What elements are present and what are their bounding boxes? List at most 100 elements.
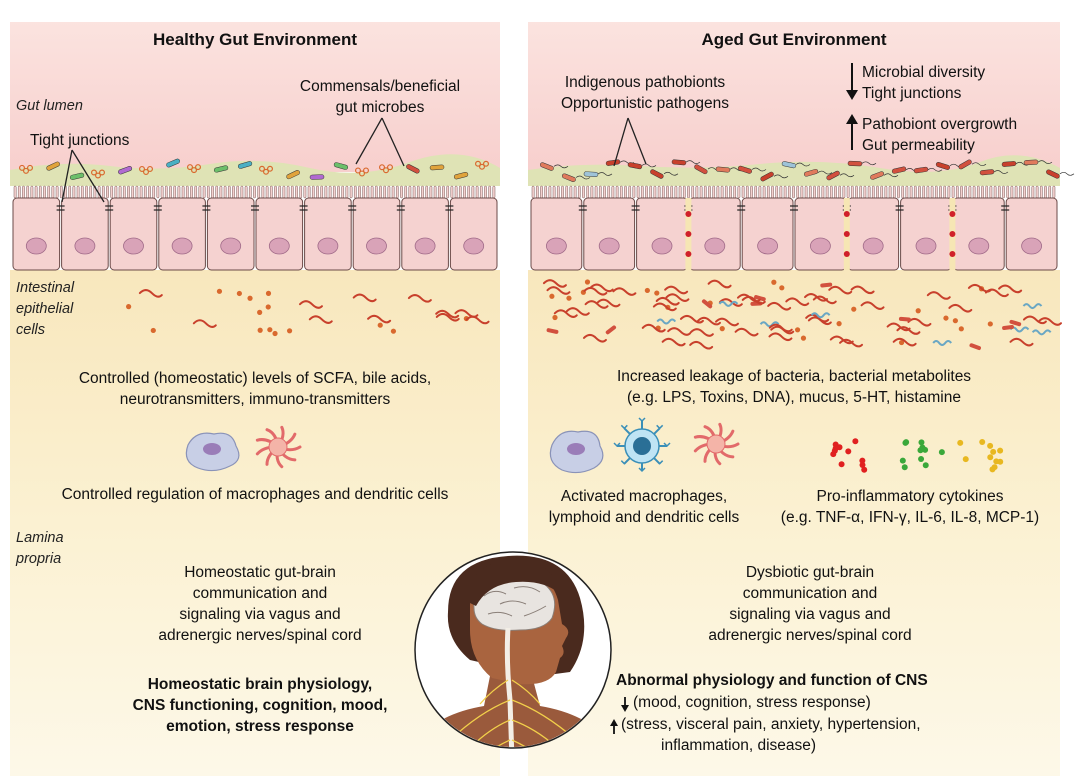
microvillus bbox=[989, 185, 993, 199]
rod-microbe bbox=[286, 170, 300, 180]
microvillus bbox=[143, 185, 147, 199]
microvillus bbox=[341, 185, 345, 199]
microvillus bbox=[185, 185, 189, 199]
bacterial-fragment bbox=[689, 328, 714, 337]
microvillus bbox=[590, 185, 594, 199]
bacterial-fragment bbox=[584, 300, 609, 309]
leaking-molecule bbox=[843, 251, 850, 257]
lymphoid-cell-icon bbox=[613, 417, 671, 473]
microvillus bbox=[311, 185, 315, 199]
microvillus bbox=[552, 185, 556, 199]
microvillus bbox=[101, 185, 105, 199]
metabolite-dot bbox=[549, 293, 555, 299]
spirochete bbox=[810, 312, 831, 319]
coccus-microbe bbox=[363, 167, 370, 174]
microvillus bbox=[724, 185, 728, 199]
bacterial-fragment bbox=[948, 303, 973, 313]
microvillus bbox=[219, 185, 223, 199]
flagellum bbox=[663, 171, 679, 176]
leaked-bacterium bbox=[605, 325, 617, 335]
microvillus bbox=[922, 185, 926, 199]
dendritic-cell-body bbox=[268, 437, 288, 457]
metabolite-dot bbox=[566, 295, 572, 301]
cytokine-dot bbox=[987, 454, 994, 461]
bacterial-fragment bbox=[860, 301, 885, 310]
activated-cells-text: Activated macrophages, lymphoid and dend… bbox=[534, 486, 754, 528]
microvillus bbox=[997, 185, 1001, 199]
receptor-tip bbox=[663, 442, 671, 448]
coccus-microbe bbox=[195, 164, 202, 171]
microvillus bbox=[349, 185, 353, 199]
microvillus bbox=[876, 185, 879, 199]
microvillus bbox=[703, 185, 707, 199]
microvillus bbox=[1018, 185, 1022, 199]
microvillus bbox=[446, 185, 450, 199]
immune-regulation-text: Controlled regulation of macrophages and… bbox=[61, 486, 449, 503]
epithelial-cell bbox=[158, 197, 206, 271]
rod-microbe bbox=[715, 166, 731, 173]
microvillus bbox=[598, 185, 602, 199]
microvillus bbox=[846, 185, 850, 199]
activated-cells-line: lymphoid and dendritic cells bbox=[548, 509, 740, 526]
cytokine-dot bbox=[997, 458, 1004, 465]
leaking-molecule bbox=[949, 211, 956, 217]
microvillus bbox=[55, 185, 59, 199]
microvillus bbox=[535, 185, 539, 199]
bacterial-fragment bbox=[741, 295, 766, 305]
metabolite-dot bbox=[286, 328, 293, 334]
coccus-microbe bbox=[379, 164, 386, 171]
microvillus bbox=[269, 185, 273, 199]
microvillus bbox=[741, 185, 745, 199]
bacterial-fragment bbox=[192, 319, 217, 328]
microvillus bbox=[337, 185, 340, 199]
bacterial-fragment bbox=[667, 327, 692, 336]
increase-list: Pathobiont overgrowth Gut permeability bbox=[862, 114, 1017, 156]
coccus-microbe bbox=[90, 169, 97, 176]
cell-nucleus bbox=[1021, 237, 1042, 255]
microvillus bbox=[30, 185, 34, 199]
flagellum bbox=[553, 164, 569, 169]
microvillus bbox=[358, 185, 361, 199]
cytokine-dot bbox=[990, 448, 997, 455]
bacterial-fragment bbox=[641, 323, 666, 333]
microvillus bbox=[366, 185, 370, 199]
bacterial-fragment bbox=[829, 335, 854, 345]
spirochete bbox=[932, 340, 952, 346]
microvillus bbox=[1031, 185, 1035, 199]
microvillus bbox=[148, 185, 151, 199]
bacterial-fragment bbox=[435, 309, 460, 319]
flagellum bbox=[861, 161, 877, 166]
microvillus bbox=[787, 185, 791, 199]
microvillus bbox=[926, 185, 930, 199]
microvillus bbox=[72, 185, 76, 199]
leakage-text: Increased leakage of bacteria, bacterial… bbox=[528, 366, 1060, 408]
bacterial-fragment bbox=[352, 293, 377, 303]
microvillus bbox=[488, 185, 492, 199]
pathobionts-label: Indigenous pathobionts Opportunistic pat… bbox=[540, 72, 750, 114]
leaking-molecule bbox=[843, 231, 850, 237]
metabolite-dot bbox=[257, 309, 263, 315]
microvillus bbox=[892, 185, 896, 199]
bacterial-fragment bbox=[926, 291, 951, 300]
bacterial-fragment bbox=[998, 284, 1023, 294]
aged-epithelial-cell-layer bbox=[530, 185, 1058, 271]
cell-nucleus bbox=[74, 237, 96, 255]
bacterial-fragment bbox=[707, 279, 732, 289]
cytokine-dot bbox=[918, 439, 925, 446]
metabolite-dot bbox=[272, 330, 278, 337]
cytokine-dot bbox=[899, 457, 906, 464]
coccus-microbe bbox=[355, 167, 362, 174]
microvillus bbox=[556, 185, 560, 199]
pathobionts-label-line: Opportunistic pathogens bbox=[560, 95, 730, 112]
microvillus bbox=[573, 185, 577, 199]
flagellum bbox=[817, 170, 833, 175]
microvillus bbox=[758, 185, 762, 199]
cytokine-dot bbox=[962, 456, 969, 463]
rod-microbe bbox=[627, 162, 643, 170]
microvillus bbox=[106, 185, 109, 199]
epithelial-label-line: cells bbox=[16, 322, 46, 338]
rod-microbe bbox=[650, 169, 664, 179]
microvillus bbox=[416, 185, 420, 199]
microvillus bbox=[636, 185, 640, 199]
coccus-microbe bbox=[191, 167, 198, 174]
